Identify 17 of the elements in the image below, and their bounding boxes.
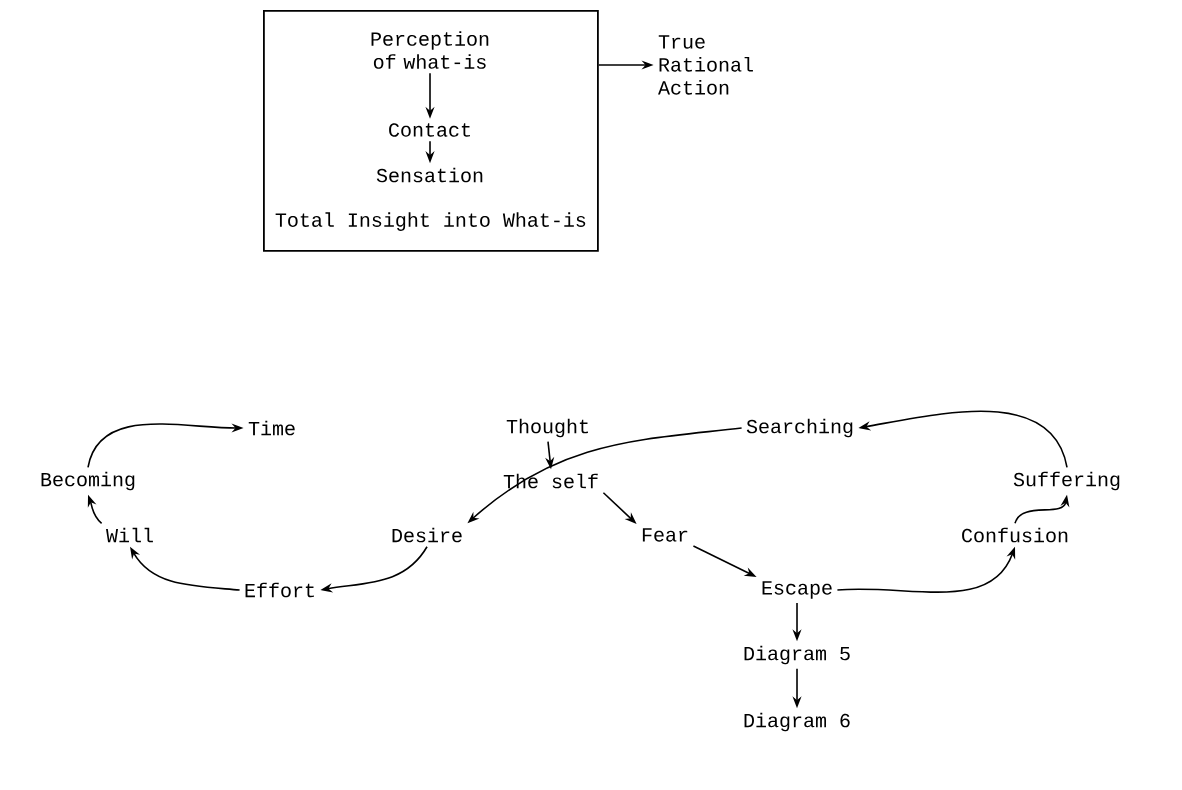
node-label: Confusion — [962, 527, 1068, 543]
node-label: True Rational Action — [658, 35, 753, 95]
node-label: Will — [106, 527, 153, 543]
node-label: Contact — [389, 123, 470, 137]
node-label: Sensation — [376, 167, 483, 183]
node-label: Suffering — [1013, 471, 1120, 491]
node-label: Desire — [392, 527, 462, 543]
node-label: Thought — [506, 418, 588, 438]
node-label: Effort — [245, 582, 314, 598]
node-label: Time — [248, 420, 295, 436]
node-label: Diagram 5 — [744, 645, 850, 665]
node-label: Escape — [762, 581, 832, 599]
node-label: Perception of what-is — [371, 31, 489, 69]
node-label: Searching — [746, 418, 853, 438]
node-label: Becoming — [41, 471, 135, 491]
node-label: Diagram 6 — [744, 712, 850, 732]
node-label: Fear — [642, 528, 688, 542]
